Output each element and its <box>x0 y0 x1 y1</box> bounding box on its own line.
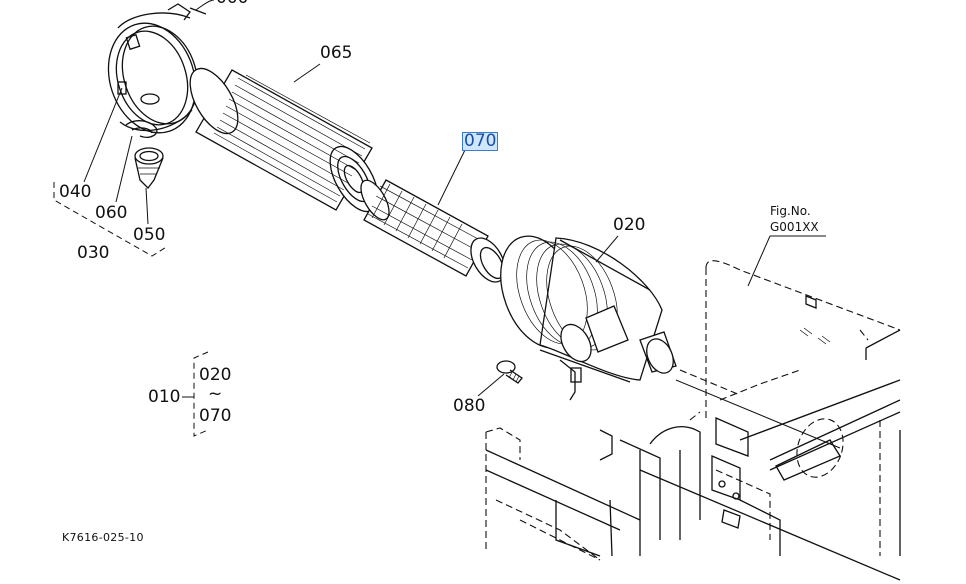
air-cleaner-body <box>500 235 677 401</box>
mounting-bolt <box>496 360 523 384</box>
range-separator: ~ <box>208 384 223 404</box>
fig-ref-number[interactable]: G001XX <box>770 220 819 234</box>
dust-valve <box>134 147 164 189</box>
drawing-id: K7616-025-10 <box>62 531 144 544</box>
cover-clamp-ring <box>107 3 207 134</box>
callout-060[interactable]: 060 <box>95 203 128 223</box>
fig-ref-label: Fig.No. <box>770 204 811 218</box>
range-end-label[interactable]: 070 <box>199 406 232 426</box>
callout-065[interactable]: 065 <box>320 43 353 63</box>
callout-partial-top[interactable]: 000 <box>216 0 248 7</box>
callout-070[interactable]: 070 <box>461 131 499 151</box>
mounting-frame <box>485 260 901 581</box>
callout-020[interactable]: 020 <box>613 215 646 235</box>
inner-safety-element <box>360 179 506 283</box>
callout-030[interactable]: 030 <box>77 243 110 263</box>
callout-010[interactable]: 010 <box>148 387 181 407</box>
leader-lines <box>53 0 826 437</box>
callout-040[interactable]: 040 <box>59 182 92 202</box>
main-filter-element <box>189 67 379 213</box>
range-start-label[interactable]: 020 <box>199 365 232 385</box>
callout-080[interactable]: 080 <box>453 396 486 416</box>
callout-050[interactable]: 050 <box>133 225 166 245</box>
spring-clip <box>125 120 158 138</box>
